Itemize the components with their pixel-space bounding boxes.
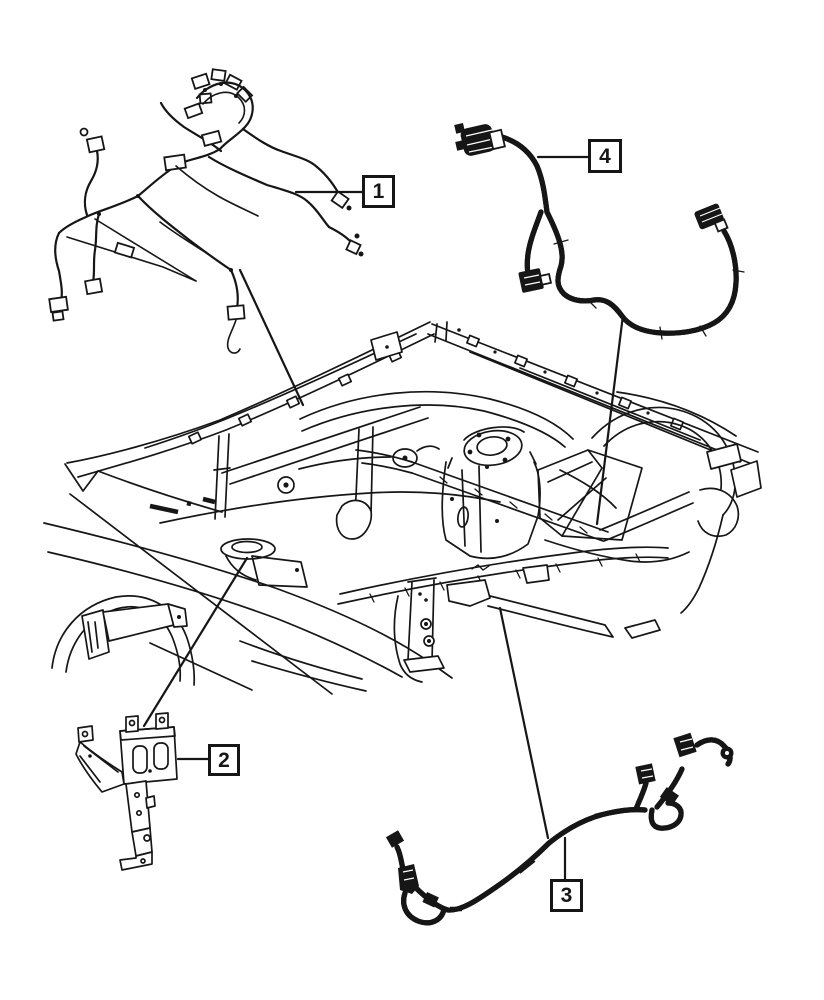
callout-3-label: 3	[560, 884, 573, 907]
callout-box-2[interactable]: 2	[208, 744, 240, 776]
callout-box-4[interactable]: 4	[588, 139, 622, 173]
engine-wiring-harness-figure	[48, 68, 364, 354]
front-end-body-structure-figure	[43, 321, 762, 695]
module-mounting-bracket-figure	[75, 712, 178, 871]
forward-wiring-harness-figure	[385, 732, 734, 923]
callout-1-label: 1	[372, 180, 385, 203]
leader-lines	[142, 155, 625, 881]
callout-box-3[interactable]: 3	[550, 879, 583, 912]
part-2-location-line	[142, 556, 249, 728]
jumper-wiring-harness-figure	[454, 122, 745, 340]
part-4-location-line	[595, 313, 625, 526]
callout-2-label: 2	[218, 748, 230, 772]
callout-box-1[interactable]: 1	[362, 175, 395, 208]
callout-4-label: 4	[599, 144, 611, 168]
part-1-location-line	[238, 268, 305, 407]
part-3-location-line	[498, 606, 550, 840]
